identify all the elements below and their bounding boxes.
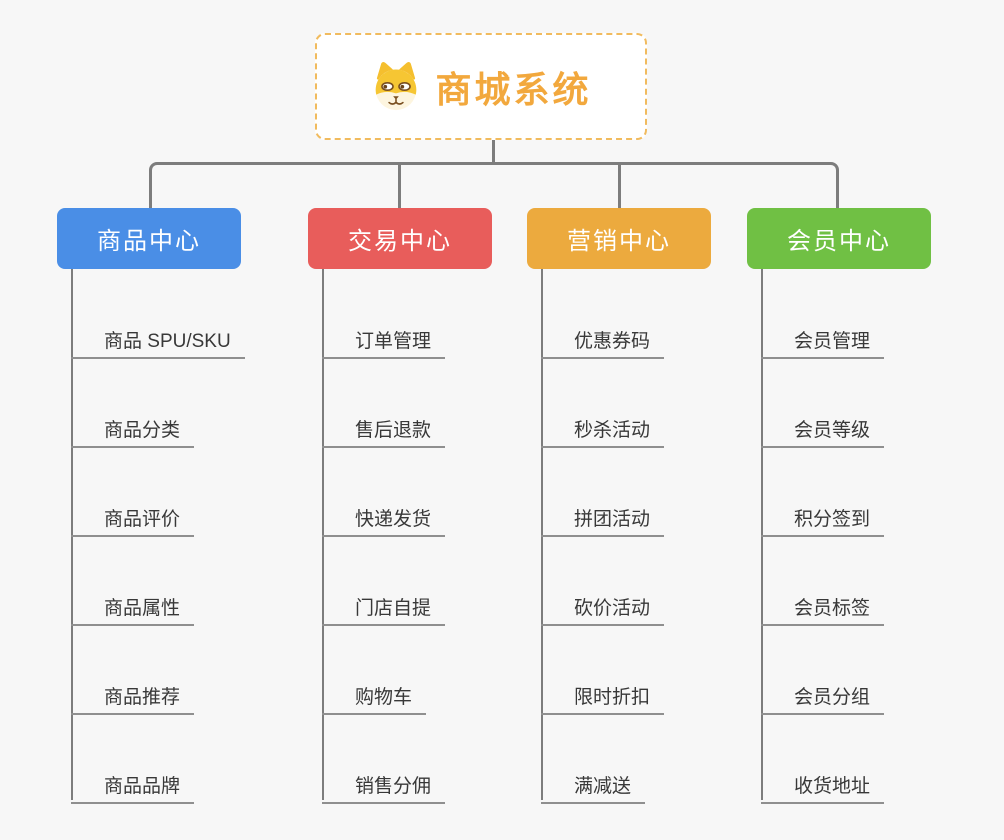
child-node[interactable]: 商品属性 — [71, 586, 195, 626]
connector-bus — [149, 162, 839, 208]
connector-root-drop — [492, 139, 495, 164]
branch-column-marketing: 营销中心 优惠券码 秒杀活动 拼团活动 砍价活动 限时折扣 满减送 — [527, 0, 757, 840]
child-node[interactable]: 商品推荐 — [71, 675, 195, 715]
child-node[interactable]: 订单管理 — [322, 319, 446, 359]
child-node[interactable]: 优惠券码 — [541, 319, 665, 359]
branch-header-member[interactable]: 会员中心 — [747, 208, 931, 269]
child-node[interactable]: 会员管理 — [761, 319, 885, 359]
child-node[interactable]: 商品评价 — [71, 497, 195, 537]
child-node[interactable]: 限时折扣 — [541, 675, 665, 715]
child-node[interactable]: 快递发货 — [322, 497, 446, 537]
child-node[interactable]: 售后退款 — [322, 408, 446, 448]
child-node[interactable]: 会员标签 — [761, 586, 885, 626]
branch-header-marketing[interactable]: 营销中心 — [527, 208, 711, 269]
child-node[interactable]: 购物车 — [322, 675, 427, 715]
child-node[interactable]: 积分签到 — [761, 497, 885, 537]
child-node[interactable]: 会员等级 — [761, 408, 885, 448]
child-node[interactable]: 商品 SPU/SKU — [71, 319, 245, 359]
branch-column-trade: 交易中心 订单管理 售后退款 快递发货 门店自提 购物车 销售分佣 — [308, 0, 538, 840]
connector-stub-marketing — [618, 163, 621, 208]
child-node[interactable]: 收货地址 — [761, 764, 885, 804]
branch-header-product[interactable]: 商品中心 — [57, 208, 241, 269]
child-node[interactable]: 满减送 — [541, 764, 646, 804]
child-node[interactable]: 商品分类 — [71, 408, 195, 448]
root-node[interactable]: 商城系统 — [315, 33, 647, 140]
child-node[interactable]: 拼团活动 — [541, 497, 665, 537]
connector-branch-spine — [761, 269, 763, 800]
branch-column-product: 商品中心 商品 SPU/SKU 商品分类 商品评价 商品属性 商品推荐 商品品牌 — [57, 0, 287, 840]
connector-branch-spine — [322, 269, 324, 800]
child-node[interactable]: 砍价活动 — [541, 586, 665, 626]
dog-face-icon — [376, 62, 417, 111]
child-node[interactable]: 门店自提 — [322, 586, 446, 626]
child-node[interactable]: 销售分佣 — [322, 764, 446, 804]
child-node[interactable]: 会员分组 — [761, 675, 885, 715]
connector-branch-spine — [71, 269, 73, 800]
connector-stub-trade — [398, 163, 401, 208]
branch-header-trade[interactable]: 交易中心 — [308, 208, 492, 269]
child-node[interactable]: 秒杀活动 — [541, 408, 665, 448]
connector-branch-spine — [541, 269, 543, 800]
branch-column-member: 会员中心 会员管理 会员等级 积分签到 会员标签 会员分组 收货地址 — [747, 0, 977, 840]
child-node[interactable]: 商品品牌 — [71, 764, 195, 804]
root-title: 商城系统 — [435, 68, 592, 110]
